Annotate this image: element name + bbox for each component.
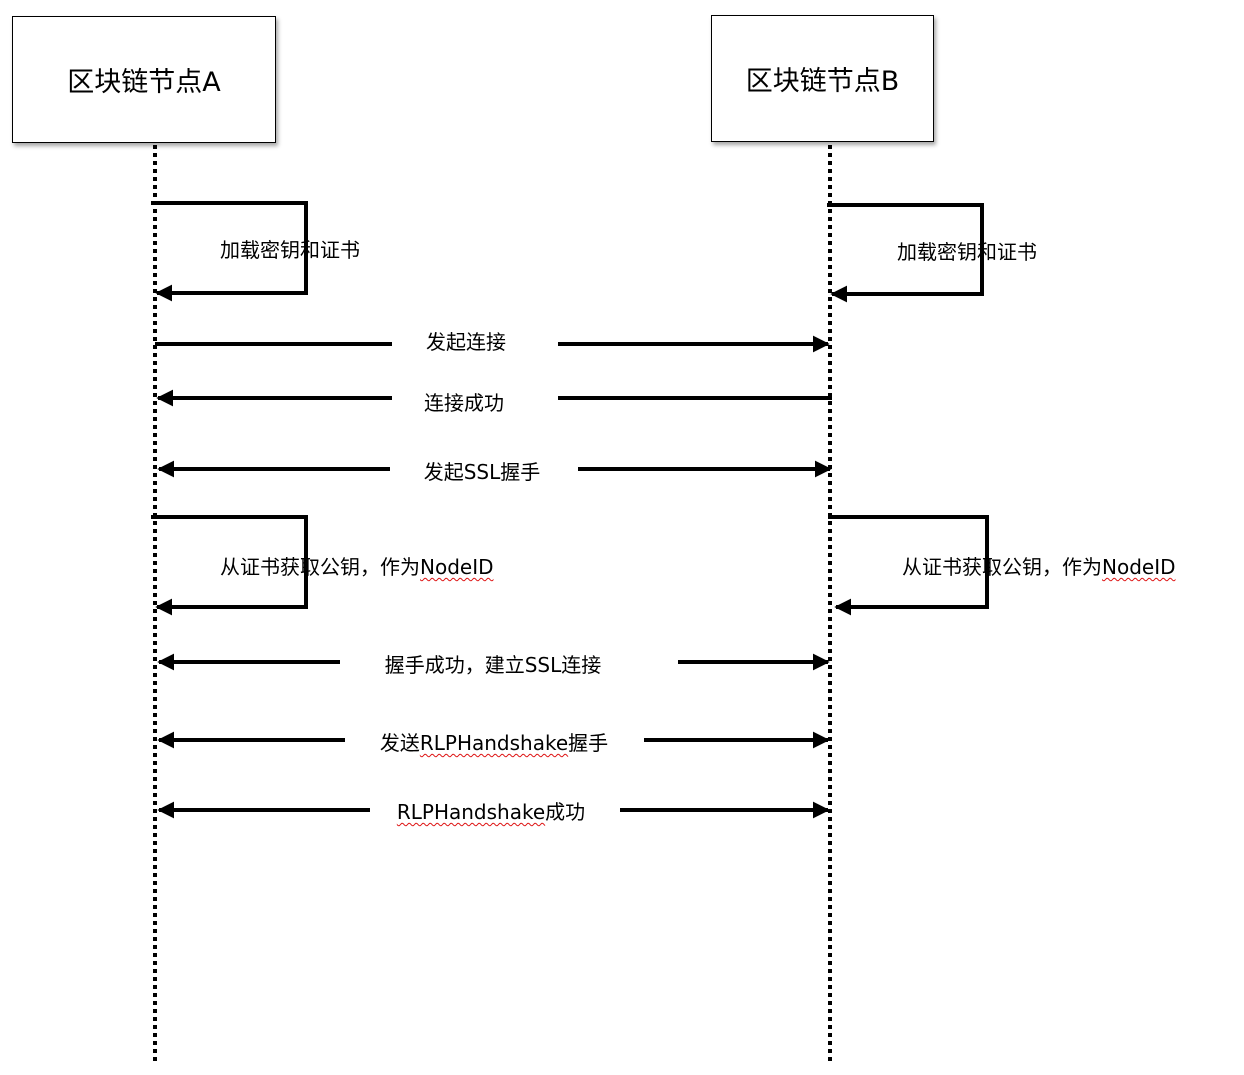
label-rlp-ok-post: 成功	[545, 800, 586, 824]
label-self-a-load: 加载密钥和证书	[220, 238, 360, 262]
label-self-a-nodeid: 从证书获取公钥，作为NodeID	[220, 555, 494, 579]
label-ssl-established: 握手成功，建立SSL连接	[384, 653, 602, 677]
self-arrow-a-nodeid	[151, 515, 308, 616]
label-self-b-nodeid: 从证书获取公钥，作为NodeID	[902, 555, 1176, 579]
label-ssl-post: 握手	[500, 460, 541, 484]
label-rlp-ok-mid: RLPHandshake	[396, 800, 546, 824]
label-self-a-nodeid-word: NodeID	[420, 555, 494, 579]
actor-label-a: 区块链节点A	[67, 67, 221, 98]
label-self-a-nodeid-pre: 从证书获取公钥，作为	[220, 555, 420, 579]
self-arrow-b-nodeid	[828, 515, 989, 616]
label-connect: 发起连接	[426, 330, 506, 354]
label-rlp-post: 握手	[568, 731, 609, 755]
label-self-b-load: 加载密钥和证书	[897, 240, 1037, 264]
label-ssl-handshake: 发起SSL握手	[424, 460, 541, 484]
label-rlp-pre: 发送	[379, 731, 420, 755]
label-self-b-nodeid-pre: 从证书获取公钥，作为	[902, 555, 1102, 579]
self-arrow-a-load	[151, 201, 308, 302]
label-rlp-mid: RLPHandshake	[419, 731, 569, 755]
label-rlp-success: RLPHandshake成功	[397, 800, 585, 824]
label-ssl-mid: SSL	[463, 460, 501, 484]
actor-label-b: 区块链节点B	[745, 66, 900, 97]
actor-box-a: 区块链节点A	[12, 16, 276, 143]
self-arrow-b-load	[827, 203, 984, 303]
label-ssl-pre: 发起	[423, 460, 464, 484]
label-rlp-handshake: 发送RLPHandshake握手	[380, 731, 608, 755]
label-self-b-nodeid-word: NodeID	[1102, 555, 1176, 579]
label-connect-ok: 连接成功	[424, 391, 504, 415]
actor-box-b: 区块链节点B	[711, 15, 934, 142]
